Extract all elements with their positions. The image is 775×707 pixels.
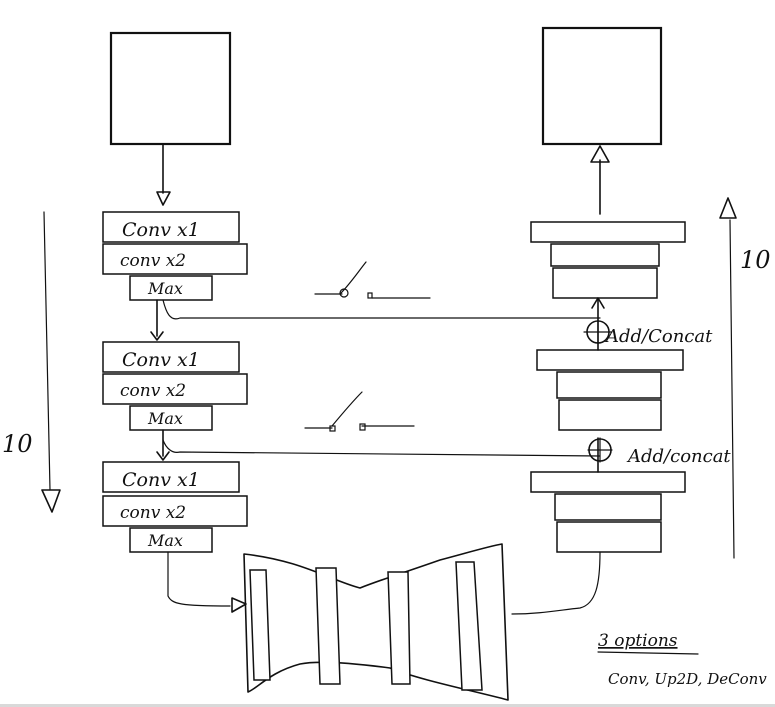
decoder-block-3-layer-1 [530,471,686,493]
options-list: Conv, Up2D, DeConv [608,670,767,688]
decoder-block-2-layer-2 [556,371,662,399]
decoder-block-1-layer-1 [530,221,686,243]
decoder-block-2 [536,349,684,431]
encoder-block-1-conv2-layer [102,243,248,275]
encoder-block-1-conv2-label: conv x2 [120,251,186,271]
encoder-block-3-conv2-layer [102,495,248,527]
decoder-block-3-layer-3 [556,521,662,553]
options-title: 3 options [598,631,678,651]
skip-connection-1: Add/Concat [162,261,713,347]
depth-left-label: 10 [2,430,33,458]
encoder-block-2-pool-layer [129,405,213,431]
decoder-block-3-layer-2 [554,493,662,521]
bottleneck-layer-2 [315,567,341,685]
encoder-block-3-pool-label: Max [147,531,183,550]
depth-right-arrow: 10 [719,197,771,559]
bottleneck-outline [243,543,509,701]
encoder-down-arrows [150,299,170,461]
encoder-block-1-conv1-label: Conv x1 [122,219,200,241]
decoder-block-3 [530,471,686,553]
encoder-block-2: Conv x1 conv x2 Max [102,341,248,431]
bottleneck-layer-4 [455,561,483,691]
decoder-block-2-layer-1 [536,349,684,371]
bottleneck-layer-3 [387,571,411,685]
bottom-rule [0,704,775,707]
decoder-block-1-layer-2 [550,243,660,267]
skip-connection-1-label: Add/Concat [604,326,713,347]
encoder-block-2-conv2-layer [102,373,248,405]
encoder-block-3-pool-layer [129,527,213,553]
encoder-block-2-pool-label: Max [147,409,183,428]
depth-left-arrow: 10 [2,211,61,513]
options-note: 3 options Conv, Up2D, DeConv [597,631,767,688]
depth-right-label: 10 [740,246,771,274]
encoder-block-3-conv1-label: Conv x1 [122,469,200,491]
bottleneck-layer-1 [249,569,271,681]
input-arrow [156,143,171,206]
decoder-block-1-layer-3 [552,267,658,299]
encoder-block-1: Conv x1 conv x2 Max [102,211,248,301]
output-image-box [541,26,663,146]
output-arrow [590,145,610,215]
encoder-block-1-pool-layer [129,275,213,301]
encoder-block-2-conv1-layer [102,341,240,373]
encoder-block-1-pool-label: Max [147,279,183,298]
skip-connection-2-label: Add/concat [626,446,731,467]
decoder-block-1 [530,221,686,299]
skip-connection-2: Add/concat [162,391,731,467]
input-image-box [109,31,232,146]
encoder-block-1-conv1-layer [102,211,240,243]
decoder-block-2-layer-3 [558,399,662,431]
bottleneck [167,543,601,701]
encoder-block-2-conv2-label: conv x2 [120,381,186,401]
encoder-block-3-conv2-label: conv x2 [120,503,186,523]
encoder-block-3: Conv x1 conv x2 Max [102,461,248,553]
encoder-block-3-conv1-layer [102,461,240,493]
encoder-block-2-conv1-label: Conv x1 [122,349,200,371]
